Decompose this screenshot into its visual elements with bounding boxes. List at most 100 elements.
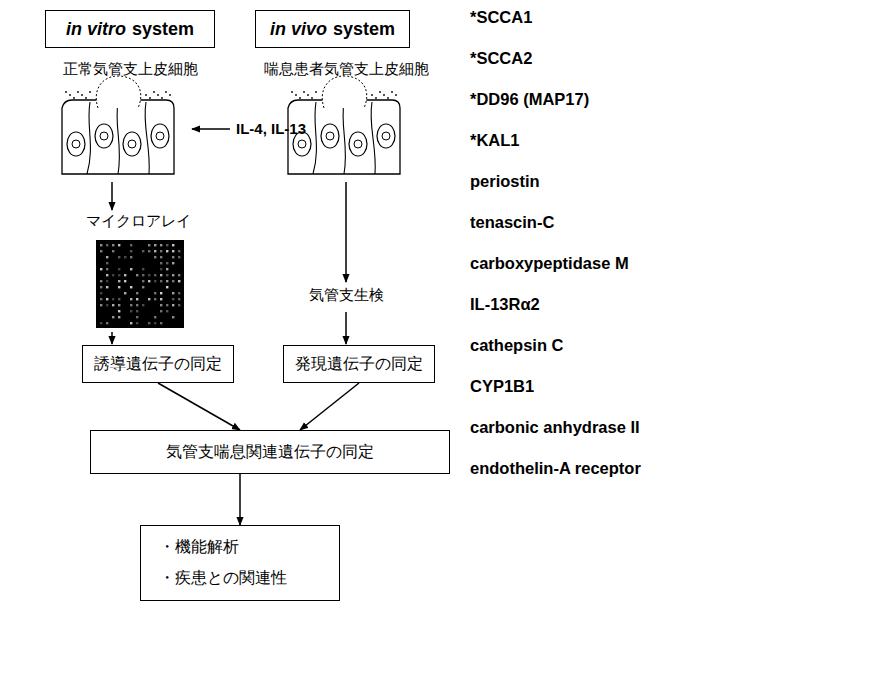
array-spot bbox=[148, 250, 150, 252]
array-spot bbox=[124, 280, 126, 282]
array-spot bbox=[106, 322, 108, 324]
array-spot bbox=[178, 280, 180, 282]
cilia bbox=[85, 97, 87, 99]
array-spot bbox=[172, 262, 174, 264]
gene-name: *KAL1 bbox=[470, 131, 520, 151]
flow-arrow bbox=[111, 182, 113, 210]
array-spot bbox=[178, 298, 180, 300]
cilia bbox=[165, 91, 167, 93]
array-spot bbox=[142, 250, 144, 252]
array-spot bbox=[106, 274, 108, 276]
array-spot bbox=[100, 250, 102, 252]
flow-connector bbox=[239, 474, 241, 525]
array-spot bbox=[160, 304, 162, 306]
array-spot bbox=[160, 280, 162, 282]
array-spot bbox=[112, 274, 114, 276]
nucleus bbox=[321, 124, 339, 148]
array-spot bbox=[166, 268, 168, 270]
array-spot bbox=[172, 250, 174, 252]
gene-name: cathepsin C bbox=[470, 336, 564, 356]
cilia bbox=[299, 97, 301, 99]
array-spot bbox=[106, 304, 108, 306]
flow-arrow bbox=[111, 332, 113, 344]
cilia bbox=[375, 97, 377, 99]
cilia bbox=[379, 91, 381, 93]
array-spot bbox=[148, 322, 150, 324]
array-spot bbox=[106, 286, 108, 288]
array-spot bbox=[154, 274, 156, 276]
array-spot bbox=[154, 322, 156, 324]
node-text: ・機能解析 bbox=[159, 537, 239, 558]
array-spot bbox=[166, 244, 168, 246]
gene-name: *SCCA1 bbox=[470, 8, 532, 28]
array-spot bbox=[148, 298, 150, 300]
goblet-cell bbox=[322, 76, 367, 108]
stimulus-arrow bbox=[192, 128, 230, 130]
array-spot bbox=[160, 244, 162, 246]
array-spot bbox=[166, 286, 168, 288]
cilia bbox=[157, 94, 159, 96]
array-spot bbox=[172, 244, 174, 246]
array-spot bbox=[160, 256, 162, 258]
array-spot bbox=[118, 274, 120, 276]
array-spot bbox=[172, 280, 174, 282]
array-spot bbox=[118, 316, 120, 318]
array-spot bbox=[172, 316, 174, 318]
process-box: 誘導遺伝子の同定 bbox=[82, 345, 234, 383]
gene-name: periostin bbox=[470, 172, 540, 192]
node-text: 誘導遺伝子の同定 bbox=[94, 354, 222, 375]
array-spot bbox=[100, 286, 102, 288]
array-spot bbox=[172, 274, 174, 276]
array-spot bbox=[166, 310, 168, 312]
array-spot bbox=[100, 292, 102, 294]
array-spot bbox=[154, 250, 156, 252]
array-spot bbox=[112, 316, 114, 318]
array-spot bbox=[130, 298, 132, 300]
nucleolus bbox=[326, 132, 334, 140]
nucleus bbox=[95, 124, 113, 148]
cilia bbox=[391, 91, 393, 93]
array-spot bbox=[106, 262, 108, 264]
array-spot bbox=[166, 280, 168, 282]
array-spot bbox=[154, 244, 156, 246]
array-spot bbox=[136, 322, 138, 324]
array-spot bbox=[124, 274, 126, 276]
microarray-image bbox=[96, 240, 184, 328]
gene-name: endothelin-A receptor bbox=[470, 459, 641, 479]
cell-label: 喘息患者気管支上皮細胞 bbox=[264, 60, 429, 78]
array-spot bbox=[160, 298, 162, 300]
array-spot bbox=[166, 274, 168, 276]
array-spot bbox=[118, 268, 120, 270]
flow-connector bbox=[158, 383, 240, 430]
gene-name: tenascin-C bbox=[470, 213, 554, 233]
nucleus bbox=[151, 124, 169, 148]
gene-name: carbonic anhydrase II bbox=[470, 418, 640, 438]
cell-outline bbox=[62, 100, 174, 174]
node-text: 発現遺伝子の同定 bbox=[295, 354, 423, 375]
gene-name: carboxypeptidase M bbox=[470, 254, 629, 274]
array-spot bbox=[178, 250, 180, 252]
cell-border bbox=[343, 102, 346, 174]
array-spot bbox=[130, 244, 132, 246]
array-spot bbox=[100, 280, 102, 282]
result-box: ・機能解析・疾患との関連性 bbox=[140, 525, 340, 601]
array-spot bbox=[118, 298, 120, 300]
array-spot bbox=[178, 256, 180, 258]
array-spot bbox=[148, 244, 150, 246]
cilia bbox=[371, 94, 373, 96]
array-spot bbox=[136, 292, 138, 294]
cilia bbox=[77, 91, 79, 93]
gene-name: *SCCA2 bbox=[470, 49, 532, 69]
nucleolus bbox=[156, 132, 164, 140]
array-spot bbox=[178, 304, 180, 306]
array-spot bbox=[160, 268, 162, 270]
array-spot bbox=[112, 244, 114, 246]
array-spot bbox=[142, 268, 144, 270]
array-spot bbox=[148, 280, 150, 282]
array-spot bbox=[142, 286, 144, 288]
array-spot bbox=[166, 250, 168, 252]
array-spot bbox=[130, 286, 132, 288]
